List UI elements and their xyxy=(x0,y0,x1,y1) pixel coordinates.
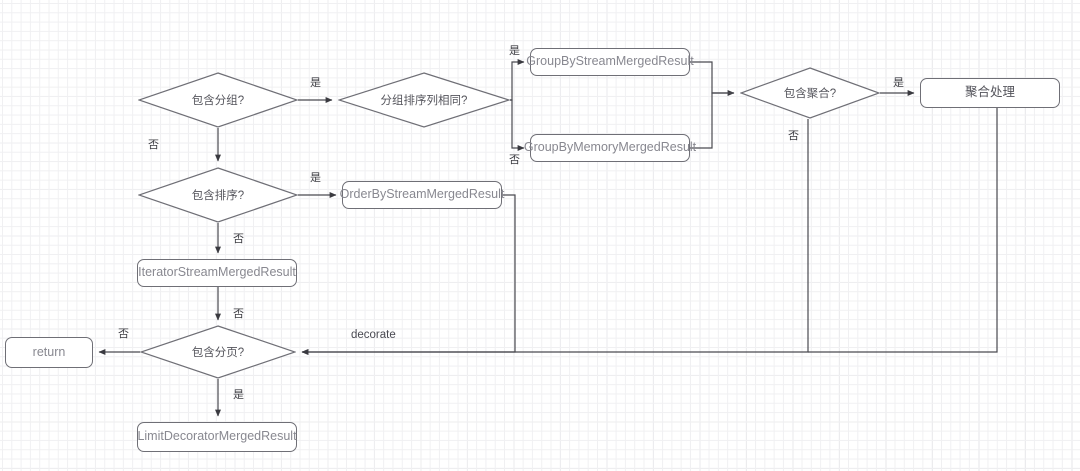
node-label: IteratorStreamMergedResult xyxy=(138,265,296,280)
edge-n3-to-n5 xyxy=(690,61,735,96)
node-n4[interactable]: GroupByMemoryMergedResult xyxy=(524,134,696,162)
diamond-shape xyxy=(338,72,510,128)
edge-label-el7: 是 xyxy=(310,172,321,184)
edge-n4-to-n5 xyxy=(690,92,734,149)
edge-n2-to-n4 xyxy=(510,99,525,151)
node-n7[interactable]: 包含排序? xyxy=(138,167,298,223)
edge-n6-to-n10 xyxy=(808,108,998,353)
diamond-shape xyxy=(138,167,298,223)
node-n3[interactable]: GroupByStreamMergedResult xyxy=(526,48,694,76)
node-label: 包含分页? xyxy=(191,347,245,359)
node-label: 聚合处理 xyxy=(964,85,1015,100)
edge-label-el3: 是 xyxy=(509,45,520,57)
edge-n8-to-n10 xyxy=(301,194,516,355)
edge-label-el9: 否 xyxy=(233,308,244,320)
edge-label-el1: 是 xyxy=(310,77,321,89)
node-label: 包含排序? xyxy=(191,190,245,202)
node-n2[interactable]: 分组排序列相同? xyxy=(338,72,510,128)
node-label: LimitDecoratorMergedResult xyxy=(137,429,297,444)
node-n10[interactable]: 包含分页? xyxy=(140,325,296,379)
node-n1[interactable]: 包含分组? xyxy=(138,72,298,128)
node-n9[interactable]: IteratorStreamMergedResult xyxy=(137,259,297,287)
edge-label-el5: 是 xyxy=(893,77,904,89)
node-n11[interactable]: return xyxy=(5,337,93,368)
node-n12[interactable]: LimitDecoratorMergedResult xyxy=(137,422,297,452)
node-label: 包含分组? xyxy=(191,95,245,107)
node-n8[interactable]: OrderByStreamMergedResult xyxy=(339,181,505,209)
edge-label-el11: 是 xyxy=(233,389,244,401)
edge-label-el6: 否 xyxy=(788,130,799,142)
edge-label-el8: 否 xyxy=(233,233,244,245)
edge-label-el4: 否 xyxy=(509,154,520,166)
node-label: 包含聚合? xyxy=(783,88,837,100)
diamond-shape xyxy=(740,67,880,119)
node-label: OrderByStreamMergedResult xyxy=(339,187,505,202)
node-label: GroupByStreamMergedResult xyxy=(526,54,694,69)
edge-label-el10: 否 xyxy=(118,328,129,340)
node-n5[interactable]: 包含聚合? xyxy=(740,67,880,119)
edge-n2-to-n3 xyxy=(510,59,525,101)
node-label: return xyxy=(32,344,66,359)
node-label: 分组排序列相同? xyxy=(380,95,468,107)
diamond-shape xyxy=(138,72,298,128)
edge-label-el2: 否 xyxy=(148,139,159,151)
diamond-shape xyxy=(140,325,296,379)
edge-label-el12: decorate xyxy=(351,329,396,341)
node-label: GroupByMemoryMergedResult xyxy=(523,140,697,155)
node-n6[interactable]: 聚合处理 xyxy=(920,78,1060,108)
